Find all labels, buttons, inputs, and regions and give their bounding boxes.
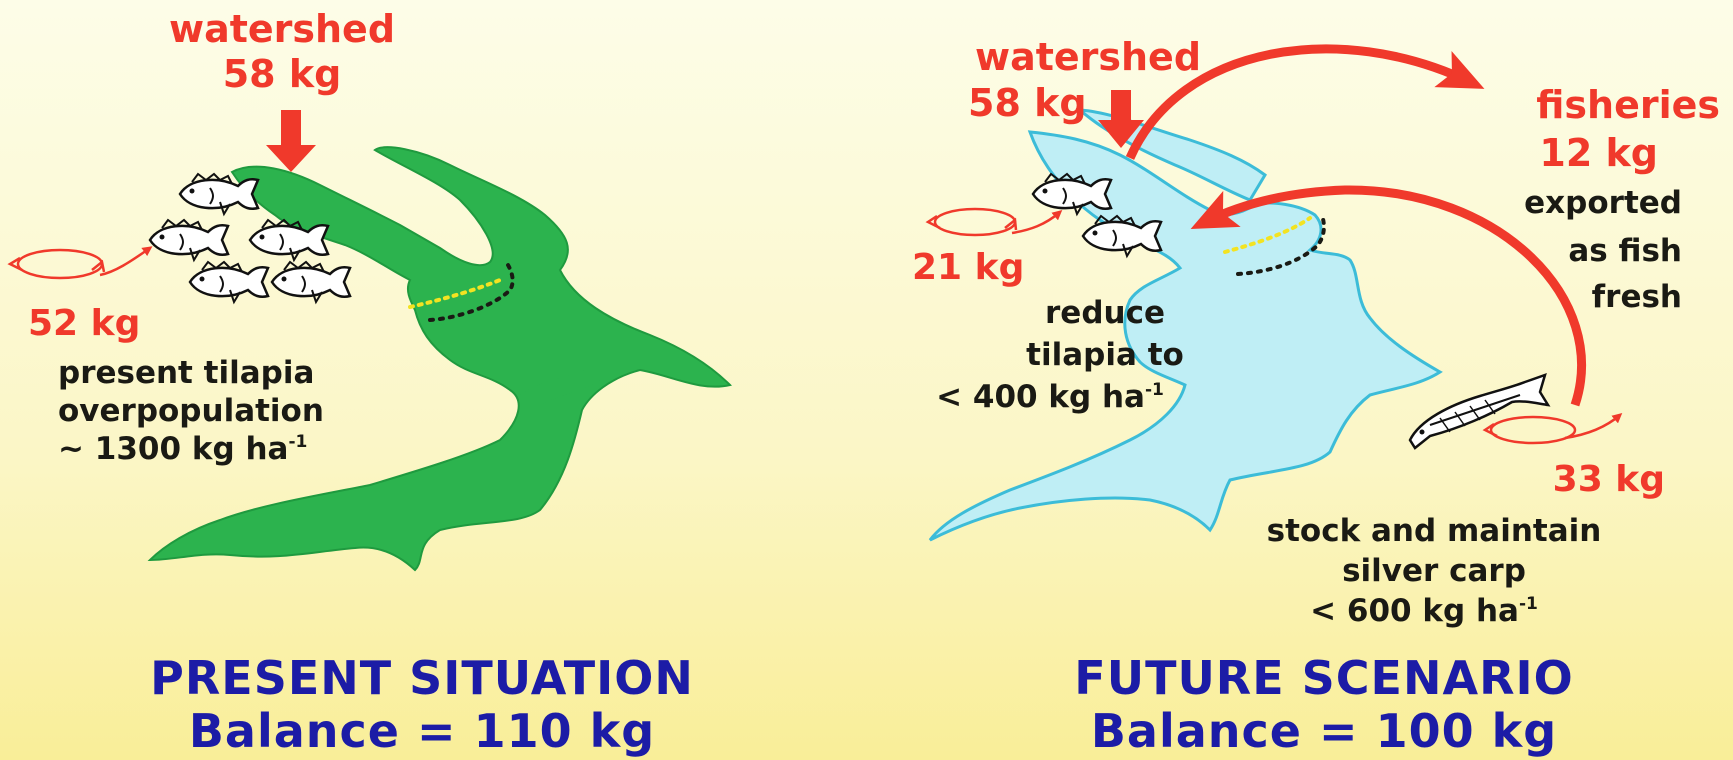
future-balance: Balance = 100 kg [1090, 704, 1558, 758]
future-watershed-arrow [1098, 90, 1144, 148]
future-tilapia-fish [1031, 172, 1113, 216]
present-tilapia-fish [248, 218, 330, 262]
fisheries-value: 12 kg [1539, 131, 1658, 175]
present-watershed-label: watershed [168, 7, 396, 51]
present-flux-cycle-icon [7, 246, 153, 280]
future-yellow-dots [1223, 216, 1312, 254]
export-line1: exported [1524, 185, 1682, 221]
reduce-line1: reduce [1045, 295, 1165, 331]
present-tilapia-fish [188, 260, 270, 304]
present-tilapia-fish [270, 260, 352, 304]
present-balance: Balance = 110 kg [188, 704, 656, 758]
present-lake-arm [520, 370, 600, 405]
present-note-line3: ~ 1300 kg ha-1 [58, 431, 308, 467]
carp-flux-value: 33 kg [1552, 459, 1665, 500]
reduce-line2: tilapia to [1026, 337, 1184, 373]
present-watershed-value: 58 kg [222, 52, 342, 96]
present-yellow-dots [408, 278, 502, 309]
future-watershed-value: 58 kg [968, 81, 1087, 125]
silver-carp-fish [1408, 373, 1551, 450]
present-watershed-arrow [266, 110, 316, 172]
future-tilapia-flux-value: 21 kg [912, 247, 1025, 288]
present-title: PRESENT SITUATION [150, 651, 694, 705]
export-line2: as fish [1568, 233, 1682, 269]
reduce-line3: < 400 kg ha-1 [936, 379, 1164, 415]
fisheries-label: fisheries [1536, 83, 1720, 127]
future-watershed-label: watershed [974, 35, 1202, 79]
future-title: FUTURE SCENARIO [1074, 651, 1574, 705]
present-tilapia-fish [148, 218, 230, 262]
present-tilapia-flux-value: 52 kg [28, 303, 141, 344]
present-note-line2: overpopulation [58, 393, 324, 429]
future-lake [928, 130, 1443, 542]
present-tilapia-fish [178, 172, 260, 216]
export-line3: fresh [1591, 279, 1682, 315]
stock-line3: < 600 kg ha-1 [1310, 593, 1538, 629]
future-tilapia-flux-cycle-icon [925, 207, 1063, 237]
present-black-dots [428, 263, 515, 322]
present-lake [147, 146, 732, 572]
future-tilapia-fish [1081, 214, 1163, 258]
fisheries-export-arrow [1125, 44, 1485, 160]
present-note-line1: present tilapia [58, 355, 315, 391]
carp-return-arrow [1190, 185, 1586, 407]
carp-flux-cycle-icon [1482, 413, 1623, 445]
stock-line2: silver carp [1342, 553, 1526, 589]
stock-line1: stock and maintain [1266, 513, 1602, 549]
